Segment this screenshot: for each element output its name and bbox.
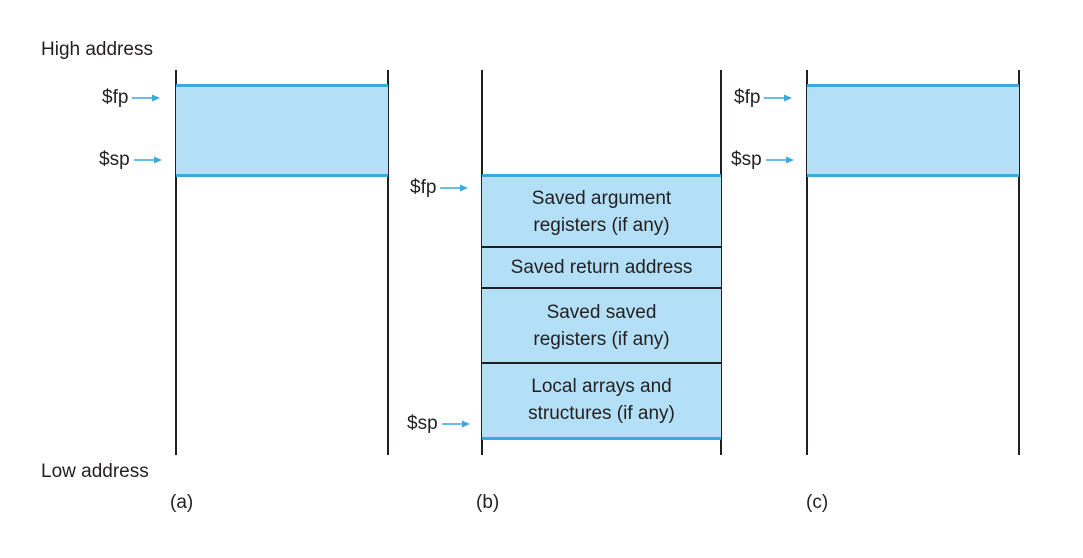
sp-pointer: $sp — [407, 413, 470, 435]
stack-right-boundary — [720, 70, 722, 455]
row-divider — [482, 287, 721, 289]
sp-pointer: $sp — [731, 149, 794, 171]
frame-top-edge — [807, 84, 1019, 87]
frame-bottom-edge — [807, 174, 1019, 177]
frame-bottom-edge — [176, 174, 388, 177]
panel-caption: (b) — [476, 492, 500, 513]
stack-left-boundary — [806, 70, 808, 455]
stack-right-boundary — [1018, 70, 1020, 455]
right-arrow-icon — [441, 420, 470, 428]
right-arrow-icon — [765, 156, 794, 164]
stack-frame — [176, 84, 388, 177]
row-divider — [482, 362, 721, 364]
row-label: Saved saved registers (if any) — [533, 301, 670, 350]
fp-label: $fp — [102, 87, 129, 108]
fp-pointer: $fp — [734, 87, 793, 109]
saved-saved-registers-row: Saved saved registers (if any) — [482, 288, 721, 363]
right-arrow-icon — [133, 156, 162, 164]
right-arrow-icon — [764, 94, 793, 102]
fp-label: $fp — [734, 87, 761, 108]
frame-top-edge — [176, 84, 388, 87]
fp-label: $fp — [410, 177, 437, 198]
stack-frame — [807, 84, 1019, 177]
panel-caption: (c) — [806, 492, 829, 513]
row-divider — [482, 246, 721, 248]
low-address-label: Low address — [41, 461, 149, 482]
frame-top-edge — [482, 174, 721, 177]
sp-label: $sp — [99, 149, 130, 170]
stack-right-boundary — [387, 70, 389, 455]
panel-caption: (a) — [170, 492, 194, 513]
right-arrow-icon — [132, 94, 161, 102]
stack-left-boundary — [175, 70, 177, 455]
local-arrays-row: Local arrays and structures (if any) — [482, 363, 721, 437]
sp-label: $sp — [731, 149, 762, 170]
fp-pointer: $fp — [410, 177, 469, 199]
frame-bottom-edge — [482, 437, 721, 440]
sp-pointer: $sp — [99, 149, 162, 171]
row-label: Saved return address — [510, 257, 693, 278]
procedure-frame: Saved argument registers (if any) Saved … — [482, 174, 721, 440]
high-address-label: High address — [41, 39, 153, 60]
saved-return-address-row: Saved return address — [482, 247, 721, 288]
sp-label: $sp — [407, 413, 438, 434]
saved-argument-registers-row: Saved argument registers (if any) — [482, 177, 721, 247]
right-arrow-icon — [440, 184, 469, 192]
fp-pointer: $fp — [102, 87, 161, 109]
row-label: Saved argument registers (if any) — [531, 188, 672, 236]
row-label: Local arrays and structures (if any) — [528, 376, 675, 424]
